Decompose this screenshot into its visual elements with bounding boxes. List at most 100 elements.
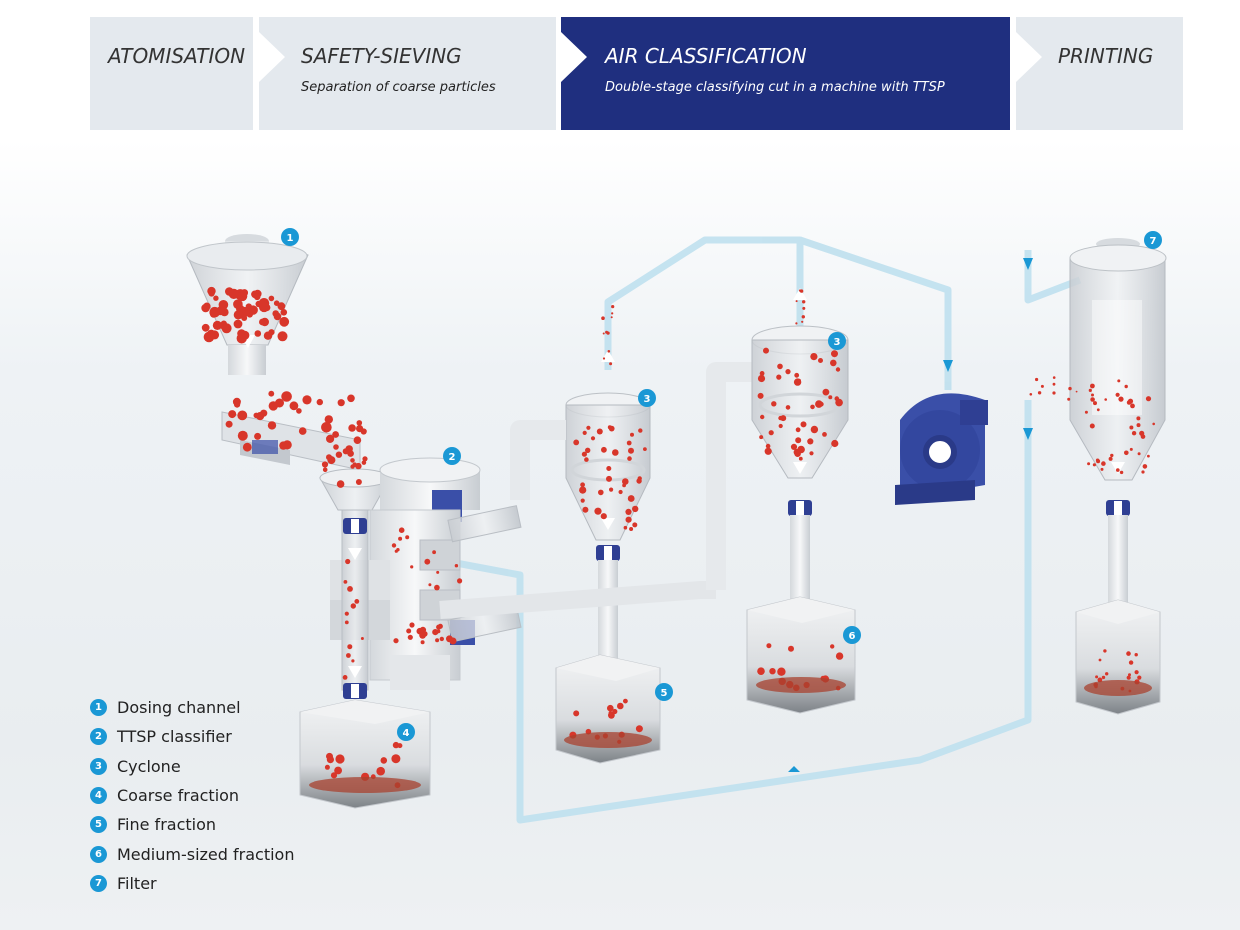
particle	[800, 421, 807, 428]
particle	[627, 456, 632, 461]
cyclone-2	[706, 325, 849, 610]
particle	[1119, 470, 1124, 475]
particle	[582, 430, 587, 435]
particle	[1093, 401, 1097, 406]
particle	[335, 451, 343, 458]
legend-badge: 7	[90, 874, 107, 892]
particle	[625, 508, 632, 515]
filter-bin	[1075, 599, 1161, 715]
marker-dosing-channel: 1	[281, 228, 299, 246]
particle	[828, 395, 833, 400]
particle	[1116, 468, 1120, 472]
particle	[360, 637, 364, 640]
particle	[342, 448, 349, 455]
particle	[213, 295, 219, 301]
particle	[1089, 423, 1095, 429]
particle	[573, 439, 580, 446]
particle	[815, 400, 823, 408]
particle	[822, 432, 827, 437]
particle	[280, 309, 288, 316]
particle	[302, 395, 312, 405]
particle	[344, 611, 349, 616]
particle	[586, 425, 591, 430]
particle	[376, 766, 386, 776]
particle	[273, 300, 280, 307]
particle	[610, 316, 613, 319]
particle	[321, 422, 332, 433]
particle	[1126, 675, 1131, 680]
particle	[277, 302, 286, 311]
particle	[573, 710, 580, 717]
particle	[326, 434, 335, 443]
marker-medium-fraction: 6	[843, 626, 861, 644]
particle	[627, 495, 635, 502]
particle	[326, 756, 334, 764]
particle	[618, 489, 623, 495]
particle	[1128, 660, 1134, 665]
particle	[434, 584, 440, 591]
particle	[623, 698, 628, 704]
particle	[351, 659, 355, 663]
particle	[347, 586, 353, 592]
particle	[602, 357, 606, 360]
particle	[268, 401, 278, 411]
particle	[776, 374, 782, 380]
particle	[795, 427, 801, 433]
particle	[225, 420, 233, 428]
particle	[212, 320, 222, 330]
particle	[765, 443, 771, 449]
particle	[764, 447, 772, 455]
particle	[608, 711, 613, 716]
classifier-valves	[343, 518, 367, 699]
marker-filter: 7	[1144, 231, 1162, 249]
particle	[830, 359, 837, 367]
particle	[362, 456, 368, 462]
particle	[1137, 675, 1142, 680]
particle	[807, 438, 814, 445]
particle	[1137, 452, 1141, 456]
particle	[580, 498, 585, 503]
particle	[457, 578, 463, 584]
particle	[277, 331, 288, 342]
filter	[1069, 238, 1167, 610]
particle	[795, 300, 798, 303]
particle	[398, 536, 403, 541]
particle	[626, 440, 632, 446]
step-safety-sieving-box[interactable]	[259, 17, 556, 130]
particle	[607, 704, 614, 712]
particle	[361, 460, 367, 465]
particle	[263, 331, 273, 340]
legend-label: TTSP classifier	[117, 727, 232, 747]
particle	[209, 310, 218, 318]
particle	[1140, 434, 1146, 439]
process-steps-shapes	[90, 17, 1183, 130]
particle	[1035, 377, 1039, 382]
particle	[240, 289, 248, 297]
step-printing-box[interactable]	[1016, 17, 1183, 130]
legend-label: Coarse fraction	[117, 786, 240, 806]
particle	[617, 702, 624, 710]
particle	[1084, 410, 1088, 414]
particle	[446, 635, 453, 643]
marker-coarse-fraction: 4	[397, 723, 415, 741]
step-air-classification-box[interactable]	[561, 17, 1010, 130]
particle	[1052, 391, 1056, 395]
particle	[1098, 658, 1102, 662]
particle	[835, 367, 841, 372]
step-atomisation-box[interactable]	[90, 17, 253, 130]
particle	[422, 631, 428, 637]
particle	[1145, 396, 1152, 402]
particle	[609, 362, 613, 366]
particle	[324, 415, 333, 424]
particle	[393, 638, 399, 644]
particle	[793, 448, 800, 456]
particle	[1092, 463, 1096, 467]
particle	[760, 414, 765, 420]
particle	[607, 350, 611, 353]
particle	[332, 431, 339, 438]
particle	[801, 320, 804, 323]
particle	[585, 447, 591, 453]
particle	[1100, 467, 1104, 471]
